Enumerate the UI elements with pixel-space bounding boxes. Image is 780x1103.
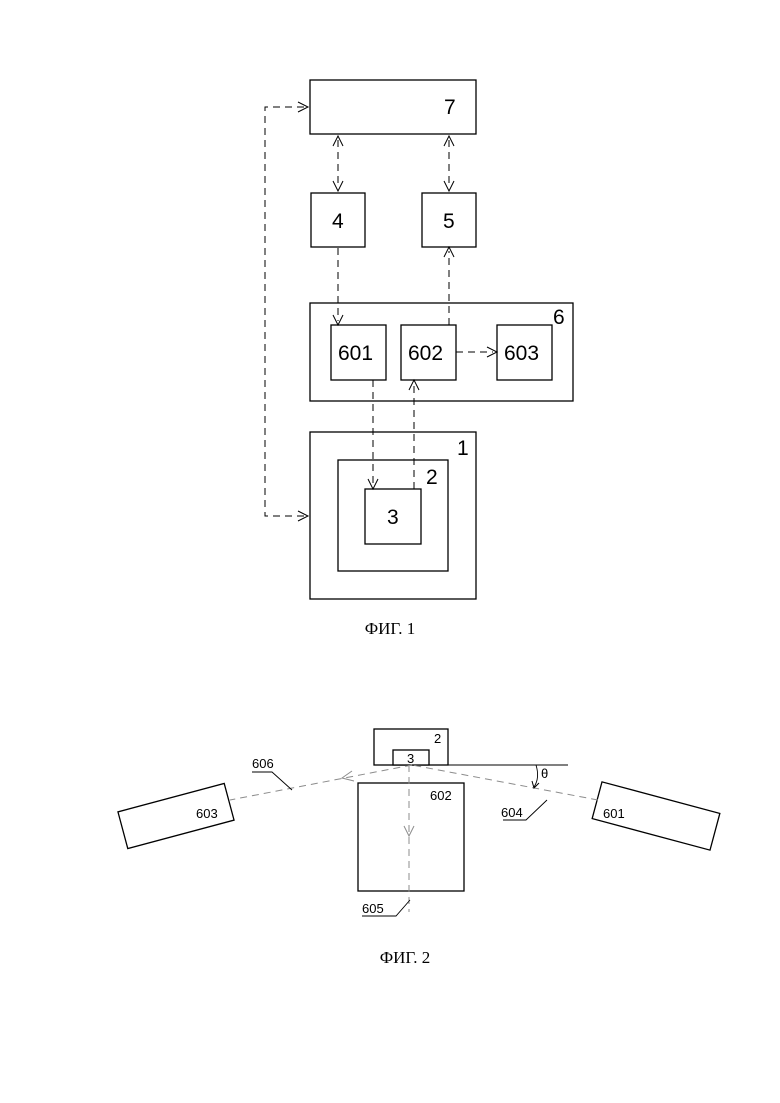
- detector-602-label: 602: [430, 788, 452, 803]
- theta-arc: [534, 765, 538, 787]
- figure-2: 2 3 602 601 603 θ 604: [118, 729, 720, 967]
- theta-label: θ: [541, 766, 548, 781]
- figure-1-caption: ФИГ. 1: [365, 619, 416, 638]
- figure-2-caption: ФИГ. 2: [380, 948, 431, 967]
- figure-1: 7 4 5 6 601 602 603 1 2 3: [265, 80, 573, 638]
- leader-606: [252, 772, 292, 790]
- block-601-label: 601: [338, 342, 373, 365]
- ray-606-label: 606: [252, 756, 274, 771]
- ray-605-label: 605: [362, 901, 384, 916]
- block-602-label: 602: [408, 342, 443, 365]
- analyzer-603-label: 603: [196, 806, 218, 821]
- block-2-label: 2: [426, 466, 438, 489]
- source-601-label: 601: [603, 806, 625, 821]
- block-7-label: 7: [444, 96, 456, 119]
- link-7-1: [265, 107, 304, 516]
- block-1-label: 1: [457, 437, 469, 460]
- ray-604-label: 604: [501, 805, 523, 820]
- block-3-label: 3: [387, 506, 399, 529]
- block-603-label: 603: [504, 342, 539, 365]
- sample-3-label: 3: [407, 751, 414, 766]
- block-5-label: 5: [443, 210, 455, 233]
- block-4-label: 4: [332, 210, 344, 233]
- block-6-label: 6: [553, 306, 565, 329]
- holder-2-label: 2: [434, 731, 441, 746]
